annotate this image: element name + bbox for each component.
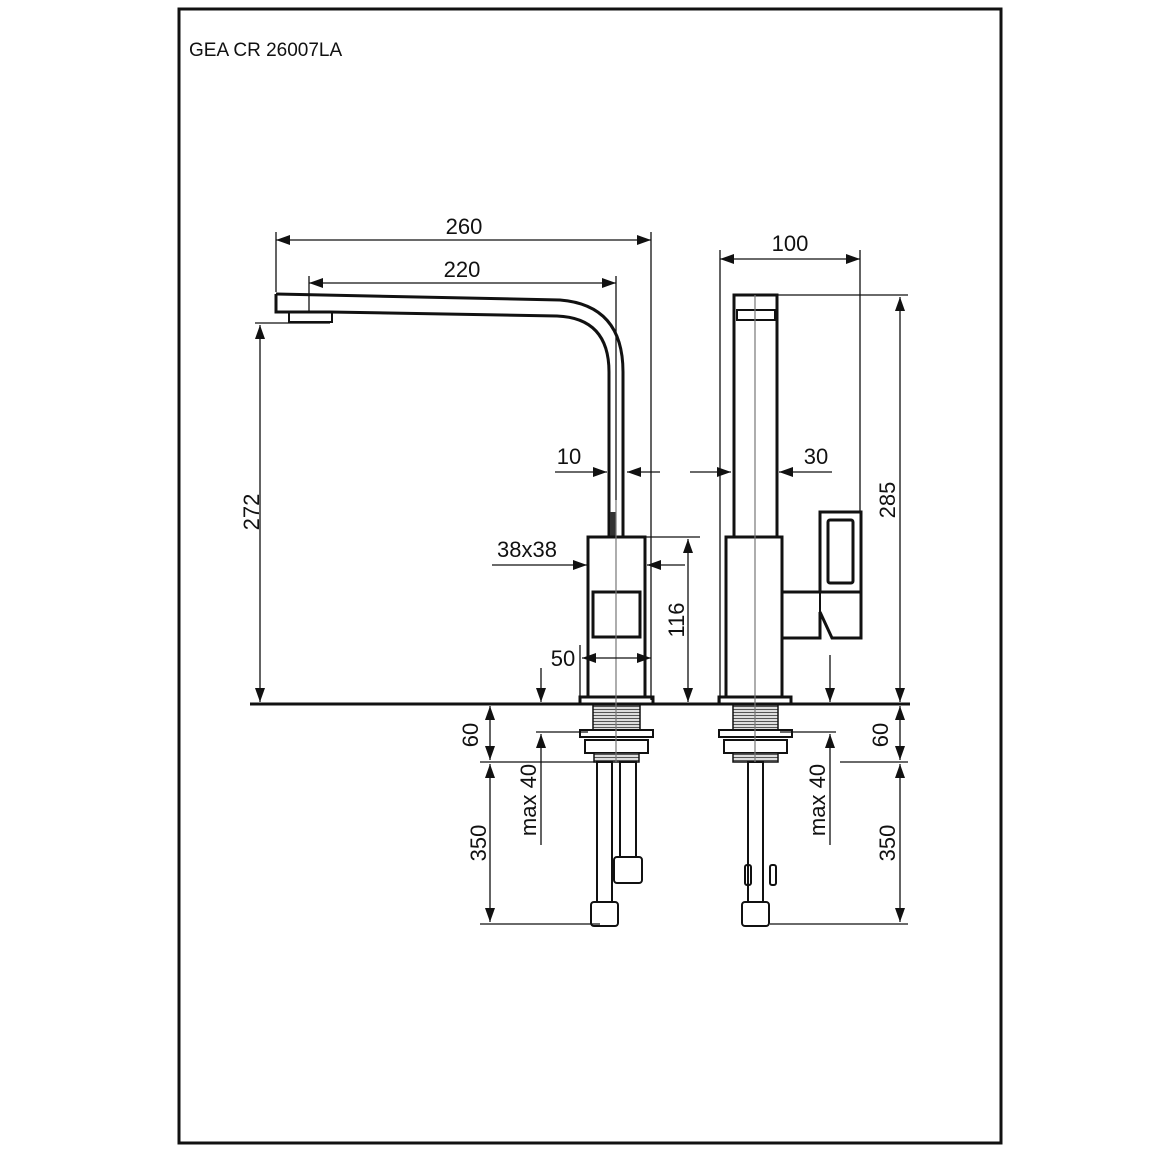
dim-100: 100 bbox=[772, 231, 809, 256]
dim-220: 220 bbox=[444, 257, 481, 282]
faucet-side-view bbox=[717, 293, 863, 927]
dim-285: 285 bbox=[875, 482, 900, 519]
dim-max40-right: max 40 bbox=[805, 764, 830, 836]
dim-350-left: 350 bbox=[466, 825, 491, 862]
dim-max40-left: max 40 bbox=[516, 764, 541, 836]
dim-272: 272 bbox=[239, 494, 264, 531]
dim-60-right: 60 bbox=[868, 723, 893, 747]
drawing-frame bbox=[177, 7, 1003, 1145]
dim-116: 116 bbox=[664, 602, 689, 637]
dim-350-right: 350 bbox=[875, 825, 900, 862]
dim-10: 10 bbox=[557, 444, 581, 469]
dim-38x38: 38x38 bbox=[497, 537, 557, 562]
model-title: GEA CR 26007LA bbox=[189, 40, 342, 61]
dimension-lines bbox=[255, 232, 908, 925]
faucet-front-view bbox=[274, 292, 655, 927]
dim-60-left: 60 bbox=[458, 723, 483, 747]
dim-30: 30 bbox=[804, 444, 828, 469]
dimension-labels: 260 220 272 10 30 100 285 38x38 116 50 6… bbox=[239, 214, 900, 861]
dim-260: 260 bbox=[446, 214, 483, 239]
dim-50: 50 bbox=[551, 646, 575, 671]
